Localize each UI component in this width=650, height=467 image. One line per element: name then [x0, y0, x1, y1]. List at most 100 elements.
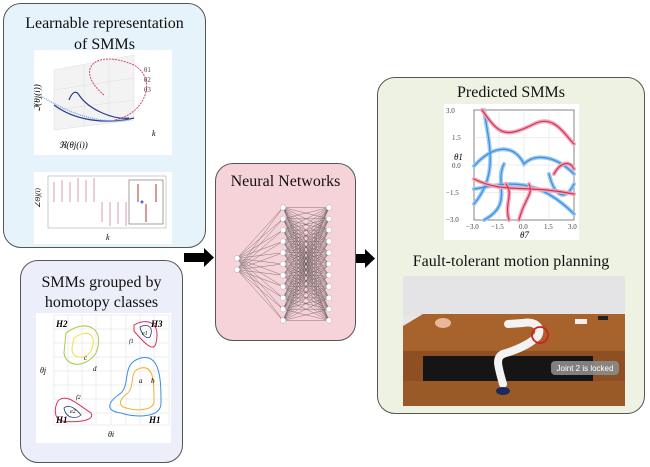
svg-text:−3.0: −3.0 — [466, 223, 479, 231]
svg-text:a: a — [139, 377, 143, 385]
nn-node — [325, 283, 332, 290]
nn-connection — [282, 252, 330, 321]
photo-title: Fault-tolerant motion planning — [412, 253, 610, 270]
nn-connection — [236, 269, 284, 276]
nn-node — [325, 260, 332, 267]
svg-text:θj: θj — [40, 366, 47, 375]
svg-text:f1: f1 — [129, 338, 134, 345]
svg-text:H1: H1 — [55, 415, 68, 425]
nn-connection — [282, 241, 330, 321]
svg-text:−1.5: −1.5 — [491, 223, 504, 231]
nn-node — [325, 317, 332, 324]
svg-text:ℑ(θj(i)): ℑ(θj(i)) — [34, 84, 42, 112]
nn-node — [325, 306, 332, 313]
nn-connection — [282, 230, 330, 321]
nn-connection — [282, 207, 330, 276]
svg-text:b: b — [151, 377, 155, 385]
svg-text:3.0: 3.0 — [568, 223, 577, 231]
nn-node — [279, 238, 286, 245]
svg-text:H2: H2 — [55, 319, 68, 329]
nn-connection — [282, 286, 330, 321]
nn-node — [234, 255, 241, 262]
svg-text:θ1: θ1 — [144, 66, 151, 74]
svg-text:d: d — [93, 365, 97, 373]
nn-node — [325, 249, 332, 256]
svg-text:∠Θj(i): ∠Θj(i) — [34, 187, 42, 208]
nn-connection — [282, 207, 330, 287]
predicted-smms-box: Predicted SMMs 3.0 1.5 0.0 −1.5 −3.0 −3.… — [377, 77, 645, 414]
box-title-line2: of SMMs — [74, 36, 135, 53]
svg-text:−1.5: −1.5 — [446, 189, 459, 197]
nn-node — [234, 266, 241, 273]
arrow-to-nn — [184, 248, 214, 267]
nn-connection — [282, 207, 330, 298]
svg-text:θ7: θ7 — [520, 230, 529, 240]
nn-connection — [236, 263, 284, 270]
svg-text:H1: H1 — [148, 415, 161, 425]
nn-connection — [236, 218, 284, 270]
box-title-line1: SMMs grouped by — [41, 274, 162, 291]
nn-node — [279, 204, 286, 211]
nn-node — [325, 272, 332, 279]
joint-locked-caption: Joint 2 is locked — [557, 364, 614, 373]
network-diagram — [234, 204, 332, 324]
svg-text:1.5: 1.5 — [452, 134, 461, 142]
nn-connection — [282, 263, 330, 321]
nn-connection — [236, 207, 284, 259]
nn-connection — [282, 297, 330, 321]
box-title-line2: homotopy classes — [44, 294, 159, 311]
nn-connection — [236, 269, 284, 321]
svg-text:k: k — [152, 129, 156, 138]
svg-text:θ1: θ1 — [454, 152, 463, 162]
svg-text:θ2: θ2 — [144, 76, 151, 84]
3d-smm-plot: θ1 θ2 θ3 ℑ(θj(i)) ℜ(θj(i)) k — [34, 50, 172, 155]
nn-connection — [236, 229, 284, 270]
neural-networks-box: Neural Networks — [215, 163, 356, 341]
nn-connection — [236, 252, 284, 270]
nn-node — [279, 249, 286, 256]
svg-text:θ3: θ3 — [144, 86, 151, 94]
nn-connection — [282, 207, 330, 265]
svg-text:k: k — [106, 233, 110, 242]
svg-text:1.5: 1.5 — [544, 223, 553, 231]
svg-text:f2: f2 — [76, 394, 81, 401]
homotopy-plot: H2 H3 H1 H1 a b c d e1 e2 f1 f2 θj θi — [36, 313, 171, 443]
nn-connection — [282, 207, 330, 231]
svg-text:0.0: 0.0 — [452, 162, 461, 170]
nn-connection — [282, 218, 330, 321]
nn-connection — [282, 275, 330, 321]
box-title-line1: Learnable representation — [25, 15, 184, 32]
learnable-representation-box: Learnable representation of SMMs θ1 θ2 θ… — [3, 3, 206, 248]
nn-node — [279, 294, 286, 301]
nn-connection — [282, 309, 330, 321]
nn-connection — [236, 269, 284, 287]
nn-node — [279, 272, 286, 279]
nn-node — [279, 227, 286, 234]
predicted-title: Predicted SMMs — [457, 84, 565, 101]
nn-connection — [236, 269, 284, 310]
nn-node — [279, 283, 286, 290]
nn-node — [325, 294, 332, 301]
nn-title: Neural Networks — [230, 173, 341, 190]
svg-text:0.0: 0.0 — [519, 223, 528, 231]
nn-connection — [282, 207, 330, 219]
nn-connection — [282, 207, 330, 310]
nn-node — [279, 317, 286, 324]
nn-node — [325, 238, 332, 245]
svg-text:c: c — [84, 354, 88, 362]
svg-text:e1: e1 — [142, 331, 148, 337]
svg-text:ℜ(θj(i)): ℜ(θj(i)) — [59, 140, 88, 150]
nn-node — [279, 260, 286, 267]
angle-plot: ∠Θj(i) k — [34, 172, 172, 244]
nn-node — [325, 215, 332, 222]
svg-text:3.0: 3.0 — [446, 107, 455, 115]
svg-text:e2: e2 — [70, 409, 76, 415]
nn-connection — [236, 269, 284, 299]
nn-node — [279, 306, 286, 313]
svg-text:θi: θi — [108, 430, 114, 439]
nn-connection — [282, 207, 330, 321]
svg-text:H3: H3 — [150, 319, 163, 329]
nn-connection — [282, 207, 330, 253]
nn-node — [325, 227, 332, 234]
homotopy-classes-box: SMMs grouped by homotopy classes H2 H3 H… — [20, 260, 183, 463]
